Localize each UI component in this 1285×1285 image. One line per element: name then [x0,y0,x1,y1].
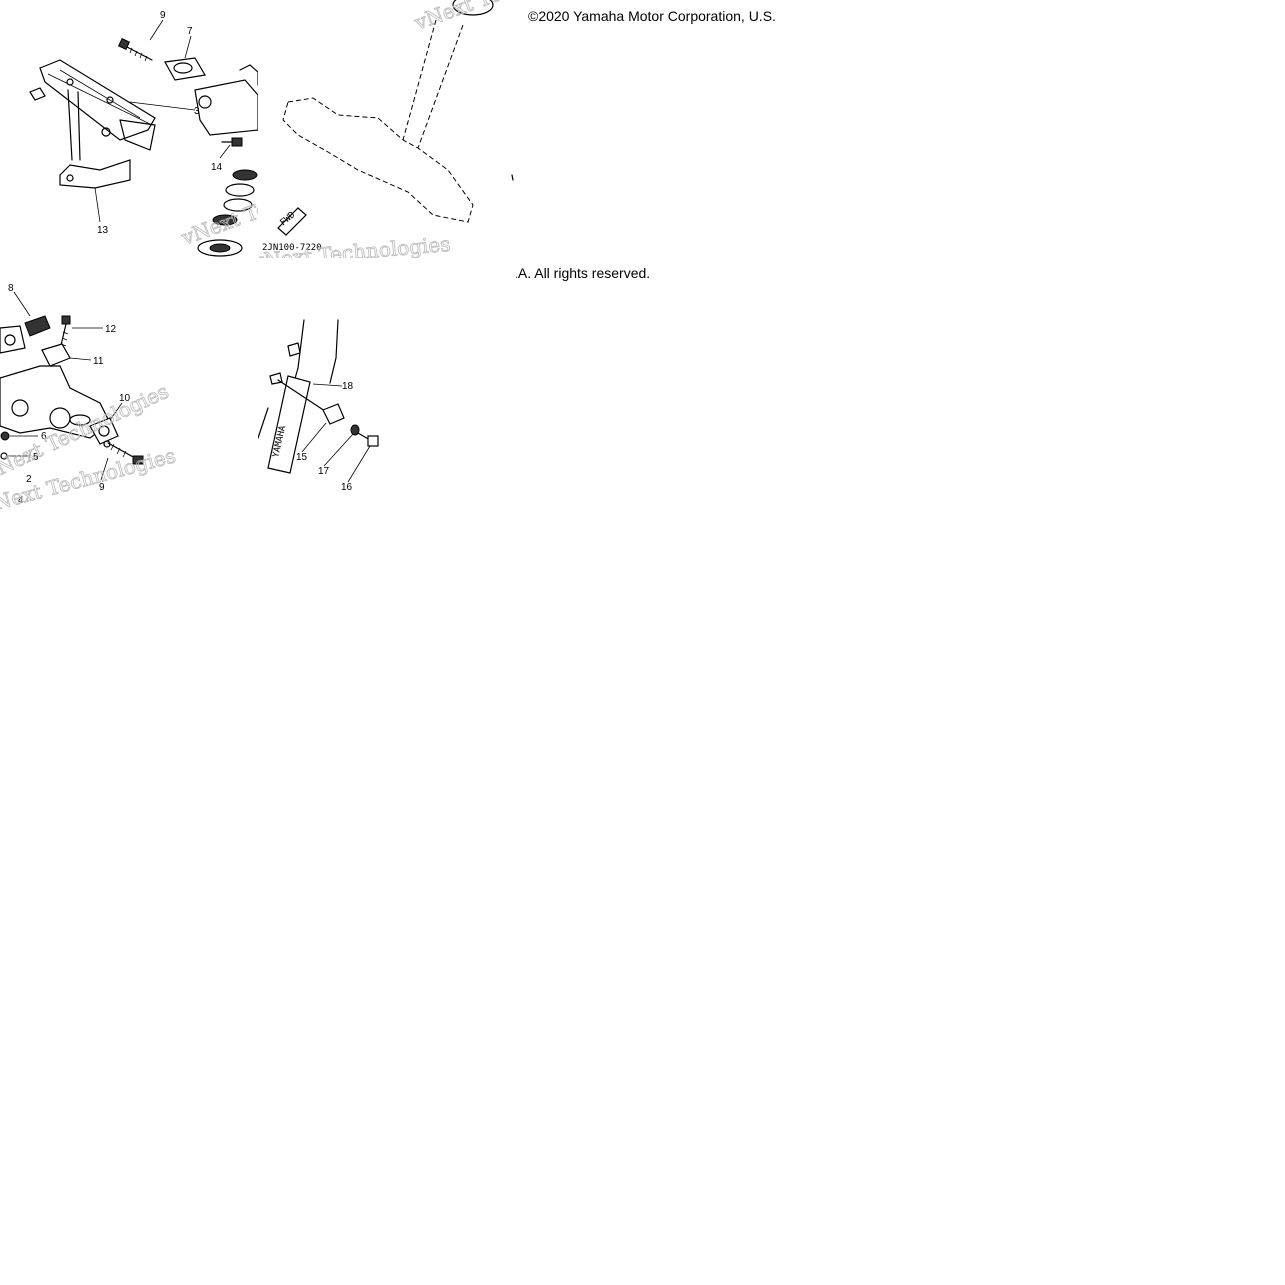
watermark-text-2: vNext Technologies [411,0,516,35]
callout-14: 14 [211,162,223,173]
lower-holder-part [41,343,71,367]
callout-10: 10 [119,393,131,404]
fwd-arrow: FWD [277,207,307,236]
handlebar-holder-drawing: 8 12 11 10 6 5 2 4 9 vNext Technologies … [0,283,179,516]
callout-18: 18 [342,381,354,392]
diagram-tile-bracket-assembly: 9 7 3 14 13 vNext Technologies [0,0,258,258]
callout-2: 2 [26,474,32,485]
callout-12: 12 [105,324,117,335]
callout-8: 8 [8,283,14,294]
upper-holder-part [0,315,51,354]
part-code-label: 2JN100-7220 [262,243,322,253]
bracket-assembly-drawing: 9 7 3 14 13 vNext Technologies [29,10,258,257]
callout-9-lower: 9 [99,482,105,493]
callout-7: 7 [187,26,193,37]
upper-clamp-part [164,57,258,136]
callout-9: 9 [160,10,166,21]
callout-16: 16 [341,482,353,493]
callout-6: 6 [41,431,47,442]
callout-15: 15 [296,452,308,463]
callout-5: 5 [33,452,39,463]
pinch-bolt-part [103,440,144,465]
callout-13: 13 [97,225,109,236]
stem-washer-stack [197,137,258,257]
bolt-part [118,38,153,62]
callout-4: 4 [18,495,24,506]
callout-17: 17 [318,466,330,477]
diagram-tile-handlebar-holder: 8 12 11 10 6 5 2 4 9 vNext Technologies … [0,258,258,516]
diagram-tile-lower-bracket: FWD 2JN100-7220 3 1 vNext Technologies v… [258,0,516,258]
yamaha-emblem-part: YAMAHA [267,375,311,474]
fork-emblem-drawing: YAMAHA 18 15 17 16 [258,319,379,493]
callout-11: 11 [93,356,104,367]
emblem-clamp-part [322,403,345,425]
lower-bracket-drawing: FWD 2JN100-7220 3 1 vNext Technologies v… [258,0,516,258]
copyright-line-top: ©2020 Yamaha Motor Corporation, U.S. [528,8,776,24]
diagram-tile-fork-emblem: YAMAHA 18 15 17 16 [258,258,516,516]
callout-3: 3 [194,106,200,117]
bracket-plate-part [29,59,156,189]
copyright-line-bottom: .A. All rights reserved. [514,265,651,281]
